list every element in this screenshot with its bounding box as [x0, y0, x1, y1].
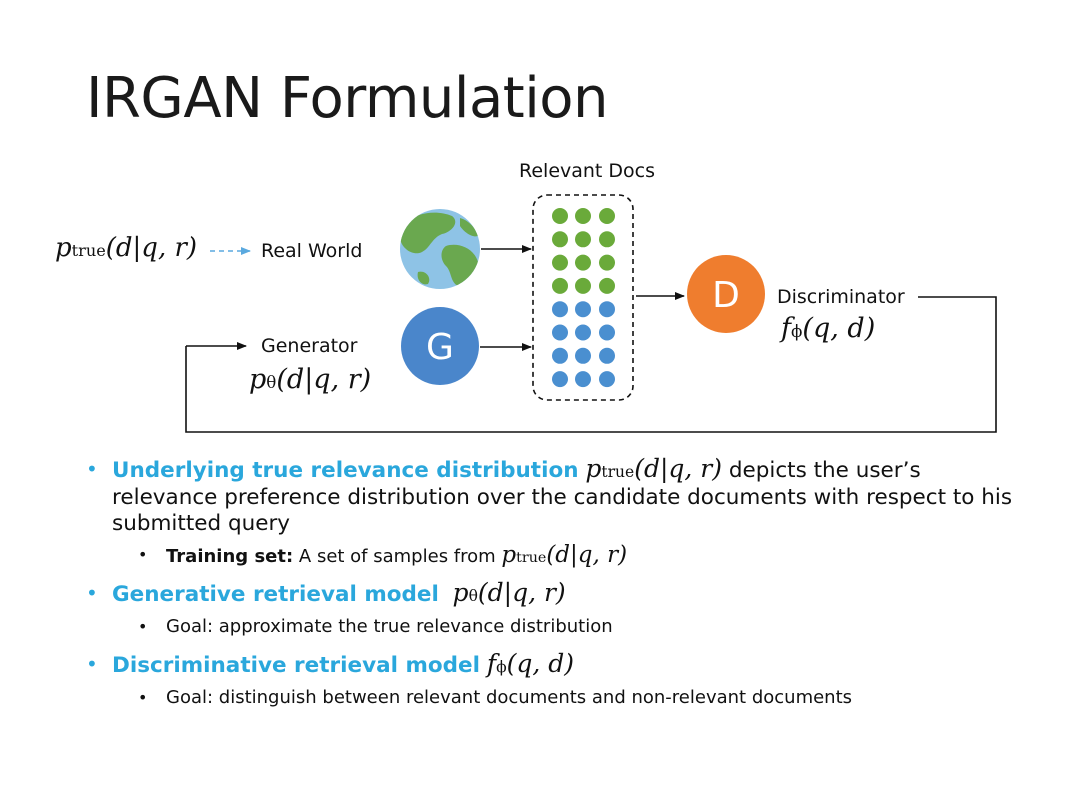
bullet-text: depicts the user’s relevance preference …	[112, 458, 1013, 536]
p-true-formula: ptrue(d|q, r)	[55, 233, 198, 263]
generator-label: Generator	[261, 335, 358, 357]
bullet-heading: Underlying true relevance distribution	[112, 458, 579, 483]
generated-doc-dot	[599, 324, 615, 341]
bullet-dot: •	[86, 581, 98, 605]
relevant-doc-dot	[599, 254, 615, 271]
sub-bullet-bold: Training set:	[166, 546, 294, 567]
p-theta-formula: pθ(d|q, r)	[249, 364, 372, 395]
sub-bullet-dot: •	[138, 545, 148, 564]
generated-doc-dot	[575, 324, 591, 341]
relevant-docs-label: Relevant Docs	[519, 160, 656, 182]
bullet-true-relevance: • Underlying true relevance distribution…	[86, 456, 1016, 537]
bullet-heading: Generative retrieval model	[112, 582, 439, 607]
generated-doc-dot	[552, 301, 568, 318]
generator-node	[401, 307, 479, 385]
generated-doc-dot	[599, 301, 615, 318]
relevant-doc-dot	[599, 208, 615, 224]
relevant-docs-box	[532, 194, 634, 401]
relevant-doc-dot	[599, 277, 615, 294]
generated-doc-dot	[552, 371, 568, 388]
generated-doc-dot	[599, 347, 615, 364]
relevant-doc-dot	[599, 231, 615, 248]
discriminator-node-letter: D	[712, 275, 740, 316]
bullet-generative-model: • Generative retrieval model pθ(d|q, r)	[86, 580, 1016, 609]
bullet-dot: •	[86, 457, 98, 481]
generated-doc-dot	[599, 371, 615, 388]
globe-icon	[400, 209, 480, 289]
generated-doc-dot	[575, 371, 591, 388]
bullet-dot: •	[86, 652, 98, 676]
bullet-math: fϕ(q, d)	[486, 649, 575, 678]
relevant-doc-dot	[552, 277, 568, 294]
bullet-heading: Discriminative retrieval model	[112, 653, 480, 678]
relevant-doc-dot	[552, 254, 568, 271]
real-world-label: Real World	[261, 240, 363, 262]
relevant-doc-dot	[575, 208, 591, 224]
sub-bullet-math: ptrue(d|q, r)	[501, 542, 628, 568]
generated-doc-dot	[575, 301, 591, 318]
feedback-loop-line	[185, 296, 997, 433]
slide-title: IRGAN Formulation	[86, 66, 609, 131]
relevant-doc-dot	[552, 208, 568, 224]
bullet-math: pθ(d|q, r)	[452, 578, 566, 607]
bullet-list: • Underlying true relevance distribution…	[86, 456, 1016, 710]
sub-bullet-discriminative-goal: • Goal: distinguish between relevant doc…	[86, 686, 1016, 710]
generated-doc-dot	[552, 324, 568, 341]
relevant-doc-dot	[575, 231, 591, 248]
sub-bullet-text: Goal: distinguish between relevant docum…	[166, 687, 853, 708]
discriminator-label: Discriminator	[777, 286, 905, 308]
sub-bullet-generative-goal: • Goal: approximate the true relevance d…	[86, 615, 1016, 639]
f-phi-formula: fϕ(q, d)	[781, 313, 876, 344]
sub-bullet-dot: •	[138, 688, 148, 707]
discriminator-node	[687, 255, 765, 333]
generated-doc-dot	[552, 347, 568, 364]
sub-bullet-training-set: • Training set: A set of samples from pt…	[86, 543, 1016, 570]
relevant-doc-dot	[552, 231, 568, 248]
irgan-diagram: G D	[185, 194, 997, 433]
sub-bullet-dot: •	[138, 617, 148, 636]
bullet-discriminative-model: • Discriminative retrieval model fϕ(q, d…	[86, 651, 1016, 680]
relevant-doc-dot	[575, 254, 591, 271]
sub-bullet-text: A set of samples from	[298, 546, 496, 567]
generated-doc-dot	[575, 347, 591, 364]
doc-dots	[552, 208, 615, 388]
bullet-math: ptrue(d|q, r)	[585, 454, 722, 483]
relevant-doc-dot	[575, 277, 591, 294]
sub-bullet-text: Goal: approximate the true relevance dis…	[166, 616, 613, 637]
generator-node-letter: G	[426, 327, 454, 368]
